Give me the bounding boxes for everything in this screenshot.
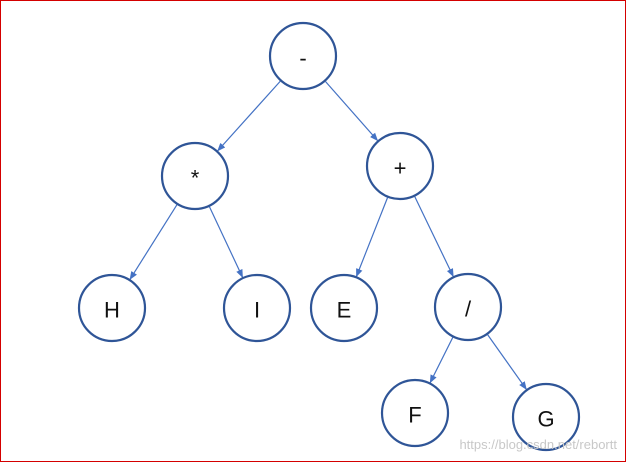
node-circle — [511, 382, 581, 452]
node-circle — [433, 272, 503, 342]
node-label: G — [537, 407, 554, 432]
edge-plus-div — [414, 196, 454, 278]
node-label: * — [191, 166, 200, 191]
tree-node-I: I — [222, 273, 292, 343]
edge-mul-I — [208, 206, 244, 278]
node-label: E — [337, 298, 352, 323]
node-label: H — [104, 298, 120, 323]
node-circle — [380, 378, 450, 448]
edge-div-F — [429, 337, 454, 384]
node-circle — [268, 21, 338, 91]
edges — [129, 80, 527, 390]
edge-div-G — [487, 334, 527, 390]
node-circle — [365, 131, 435, 201]
tree-node-H: H — [77, 273, 147, 343]
tree-node-root: - — [268, 21, 338, 91]
nodes: - * + H I E / F G — [77, 21, 581, 452]
edge-root-plus — [325, 81, 379, 142]
edge-mul-H — [129, 204, 178, 280]
node-label: / — [465, 297, 472, 322]
node-label: I — [254, 298, 260, 323]
node-label: F — [408, 403, 421, 428]
tree-node-plus: + — [365, 131, 435, 201]
node-circle — [222, 273, 292, 343]
tree-node-E: E — [309, 273, 379, 343]
watermark-text: https://blog.csdn.net/rebortt — [459, 437, 617, 452]
node-label: + — [394, 156, 407, 181]
node-circle — [160, 141, 230, 211]
tree-node-mul: * — [160, 141, 230, 211]
node-label: - — [299, 46, 306, 71]
node-circle — [309, 273, 379, 343]
tree-node-G: G — [511, 382, 581, 452]
edge-plus-E — [355, 197, 389, 278]
edge-root-mul — [217, 80, 281, 152]
tree-node-F: F — [380, 378, 450, 448]
tree-node-div: / — [433, 272, 503, 342]
node-circle — [77, 273, 147, 343]
